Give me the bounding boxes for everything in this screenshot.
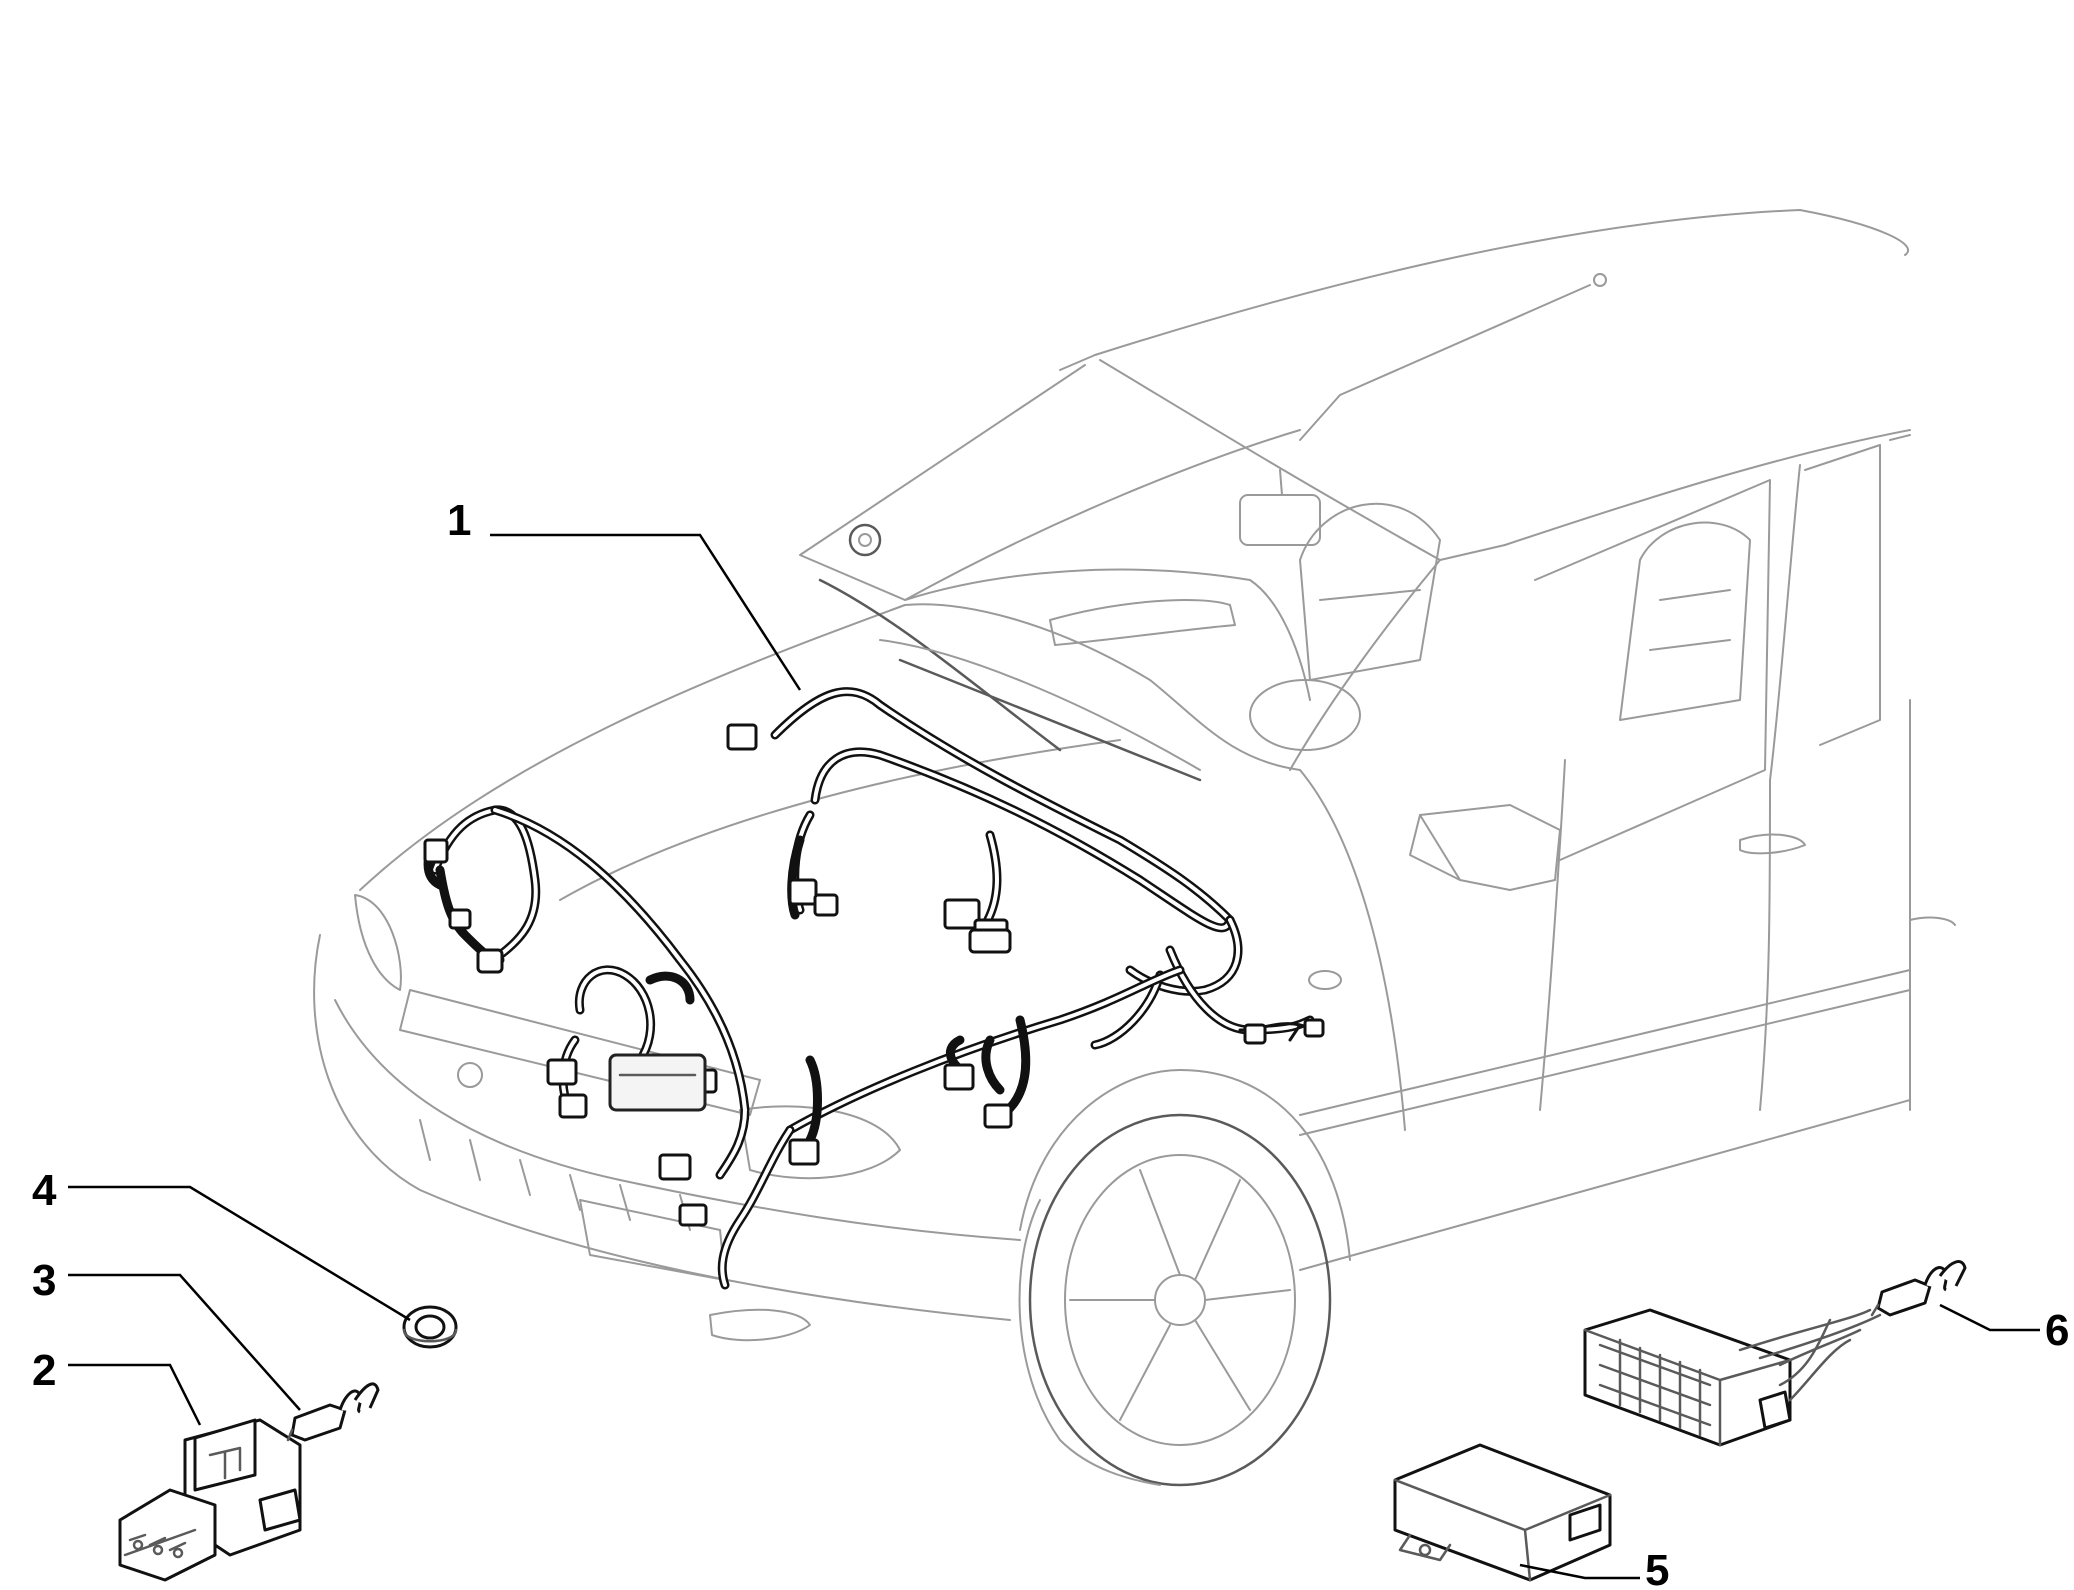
crimp-terminal-part-3 xyxy=(286,1382,380,1442)
leader-5 xyxy=(1519,1563,1640,1580)
callout-6: 6 xyxy=(2045,1306,2069,1355)
callout-2: 2 xyxy=(32,1346,56,1395)
leader-6 xyxy=(1939,1303,2040,1332)
leader-4 xyxy=(68,1185,411,1322)
crimp-terminal-part-6 xyxy=(1870,1260,1967,1317)
vehicle-outline xyxy=(313,209,1956,1487)
engine-wiring-harness xyxy=(423,687,1325,1290)
callout-4: 4 xyxy=(32,1166,57,1215)
leader-1 xyxy=(490,533,802,691)
callout-1: 1 xyxy=(447,496,471,545)
connector-housing-part xyxy=(118,1418,302,1582)
leader-lines xyxy=(68,533,2040,1580)
control-unit-part xyxy=(1393,1308,1882,1582)
callout-labels: 1 2 3 4 5 6 xyxy=(32,496,2069,1590)
leader-2 xyxy=(68,1363,202,1426)
grommet-part xyxy=(402,1305,458,1349)
callout-5: 5 xyxy=(1645,1546,1669,1590)
leader-3 xyxy=(68,1273,301,1411)
callout-3: 3 xyxy=(32,1256,56,1305)
